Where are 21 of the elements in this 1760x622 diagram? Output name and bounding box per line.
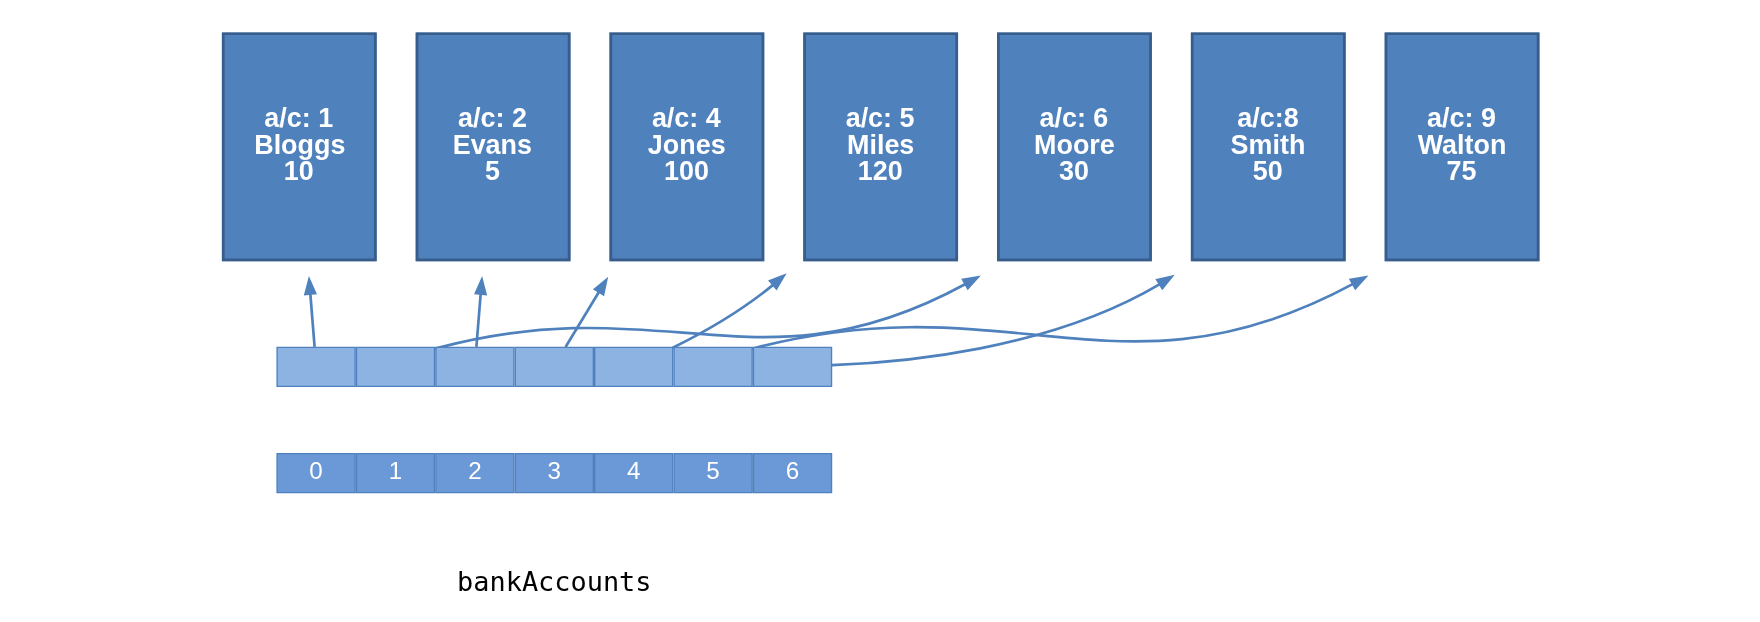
node-box	[355, 346, 436, 388]
node-box	[752, 346, 833, 388]
node-box: 0	[276, 453, 356, 494]
node-box: 6	[752, 453, 833, 494]
node-box: 4	[594, 453, 674, 494]
node-box	[435, 346, 515, 388]
node-box	[673, 346, 753, 388]
arrow	[303, 276, 317, 348]
arrow	[672, 273, 787, 349]
arrow	[474, 276, 488, 348]
node-box: 1	[355, 453, 436, 494]
arrow	[751, 275, 1369, 351]
node-box	[276, 346, 356, 388]
node-box	[594, 346, 674, 388]
arrow	[831, 274, 1175, 367]
node-box: 3	[514, 453, 594, 494]
label: bankAccounts	[457, 565, 652, 597]
node-box	[514, 346, 594, 388]
arrow	[564, 276, 609, 348]
node-box: 5	[673, 453, 753, 494]
node-box: 2	[435, 453, 515, 494]
